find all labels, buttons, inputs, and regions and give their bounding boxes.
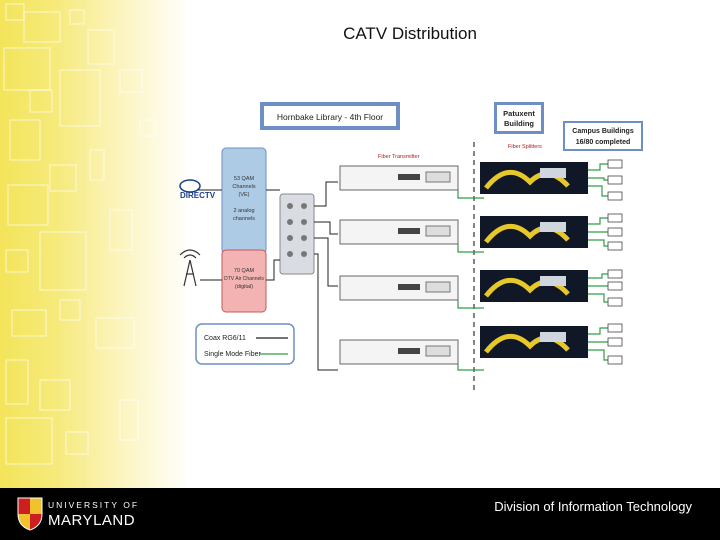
building-header-box bbox=[264, 106, 396, 126]
legend-fiber-label: Single Mode Fiber bbox=[204, 351, 261, 358]
patuxent-label-line2: Building bbox=[504, 119, 534, 128]
blue-box-line5: channels bbox=[233, 216, 255, 222]
fiber-transmitter-3 bbox=[339, 275, 459, 301]
slide-background-gradient bbox=[0, 0, 190, 488]
directv-logo: DIRECTV bbox=[180, 191, 216, 200]
antenna-icon bbox=[179, 249, 201, 287]
slide-title: CATV Distribution bbox=[343, 24, 477, 43]
blue-box-line4: 2 analog bbox=[233, 208, 254, 214]
footer-bar: UNIVERSITY OF MARYLAND Division of Infor… bbox=[0, 488, 720, 540]
satellite-channels-box bbox=[221, 147, 267, 255]
fiber-splitter-3 bbox=[480, 270, 588, 302]
fiber-splitter-1 bbox=[480, 162, 588, 194]
signal-combiner bbox=[279, 193, 315, 275]
fiber-transmitter-1 bbox=[339, 165, 459, 191]
logo-line2: MARYLAND bbox=[48, 512, 135, 529]
fiber-transmitter-2 bbox=[339, 219, 459, 245]
university-seal-icon bbox=[17, 497, 43, 531]
blue-box-line1: 53 QAM bbox=[234, 176, 255, 182]
directv-logo-swirl bbox=[179, 179, 201, 193]
red-box-line1: 70 QAM bbox=[234, 268, 255, 274]
decorative-grid bbox=[3, 3, 157, 465]
patuxent-label-line1: Patuxent bbox=[503, 109, 535, 118]
logo-line1: UNIVERSITY OF bbox=[48, 500, 139, 510]
blue-box-line2: Channels bbox=[232, 184, 255, 190]
campus-label-line2: 16/80 completed bbox=[576, 139, 630, 146]
fiber-splitter-4 bbox=[480, 326, 588, 358]
red-box-line2: DTV Air Channels bbox=[224, 276, 264, 282]
legend-box bbox=[195, 323, 295, 365]
fiber-transmitter-4 bbox=[339, 339, 459, 365]
air-channels-box bbox=[221, 249, 267, 313]
fiber-splitter-2 bbox=[480, 216, 588, 248]
fiber-splitters-label: Fiber Splitters bbox=[508, 144, 542, 150]
catv-distribution-diagram: Hornbake Library - 4th Floor Patuxent Bu… bbox=[179, 102, 643, 390]
campus-building-endpoints bbox=[607, 159, 623, 365]
blue-box-line3: (VE) bbox=[239, 192, 250, 198]
red-box-line3: (digital) bbox=[235, 284, 253, 290]
campus-buildings-box bbox=[563, 121, 643, 151]
footer-text: Division of Information Technology bbox=[494, 499, 692, 514]
fiber-transmitter-label: Fiber Transmitter bbox=[378, 154, 420, 160]
campus-label-line1: Campus Buildings bbox=[572, 128, 634, 135]
university-logo: UNIVERSITY OF MARYLAND bbox=[17, 497, 139, 531]
legend-coax-label: Coax RG6/11 bbox=[204, 335, 246, 342]
patuxent-box bbox=[497, 105, 541, 131]
building-label: Hornbake Library - 4th Floor bbox=[277, 112, 383, 122]
